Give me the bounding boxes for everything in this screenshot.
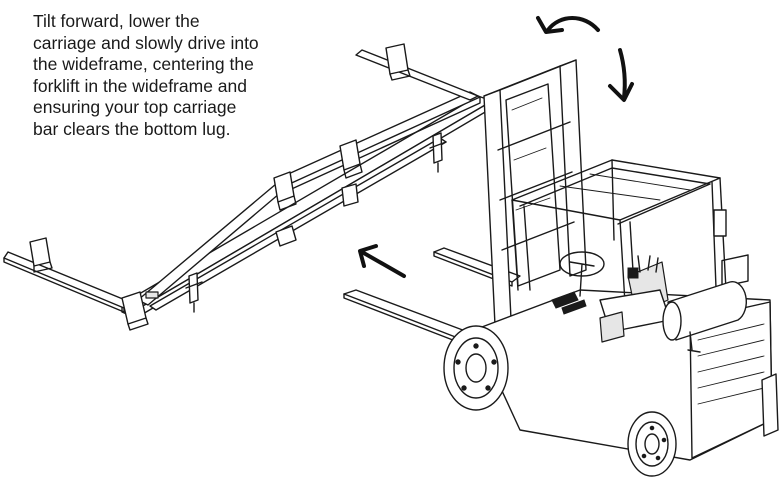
lower-carriage-arrow-icon	[608, 48, 634, 102]
instruction-text: Tilt forward, lower the carriage and slo…	[33, 11, 333, 141]
wideframe-bracket	[273, 171, 295, 203]
drive-forward-arrow-icon	[358, 244, 406, 278]
wideframe-bracket	[339, 139, 361, 171]
tilt-forward-arrow-icon	[536, 16, 600, 34]
instruction-line-3: the wideframe, centering the	[33, 54, 254, 75]
instruction-line-1: Tilt forward, lower the	[33, 11, 200, 31]
wideframe-leg	[188, 272, 199, 304]
mast-right-upright	[559, 59, 587, 277]
steering-wheel	[559, 251, 605, 277]
fork-front	[343, 289, 469, 339]
instruction-line-2: carriage and slowly drive into	[33, 32, 259, 53]
wideframe-front-left-arm	[3, 251, 131, 309]
instruction-line-4: forklift in the wideframe and	[33, 75, 247, 96]
front-wheel	[443, 325, 509, 411]
instruction-line-5: ensuring your top carriage	[33, 97, 237, 118]
forklift	[343, 59, 779, 477]
wideframe	[3, 43, 493, 331]
propane-tank	[667, 281, 747, 341]
wideframe-leg	[432, 132, 443, 164]
rear-wheel	[627, 411, 677, 477]
overhead-guard	[511, 159, 727, 321]
wideframe-left-rear-arm	[355, 49, 479, 101]
instruction-line-6: bar clears the bottom lug.	[33, 118, 231, 139]
